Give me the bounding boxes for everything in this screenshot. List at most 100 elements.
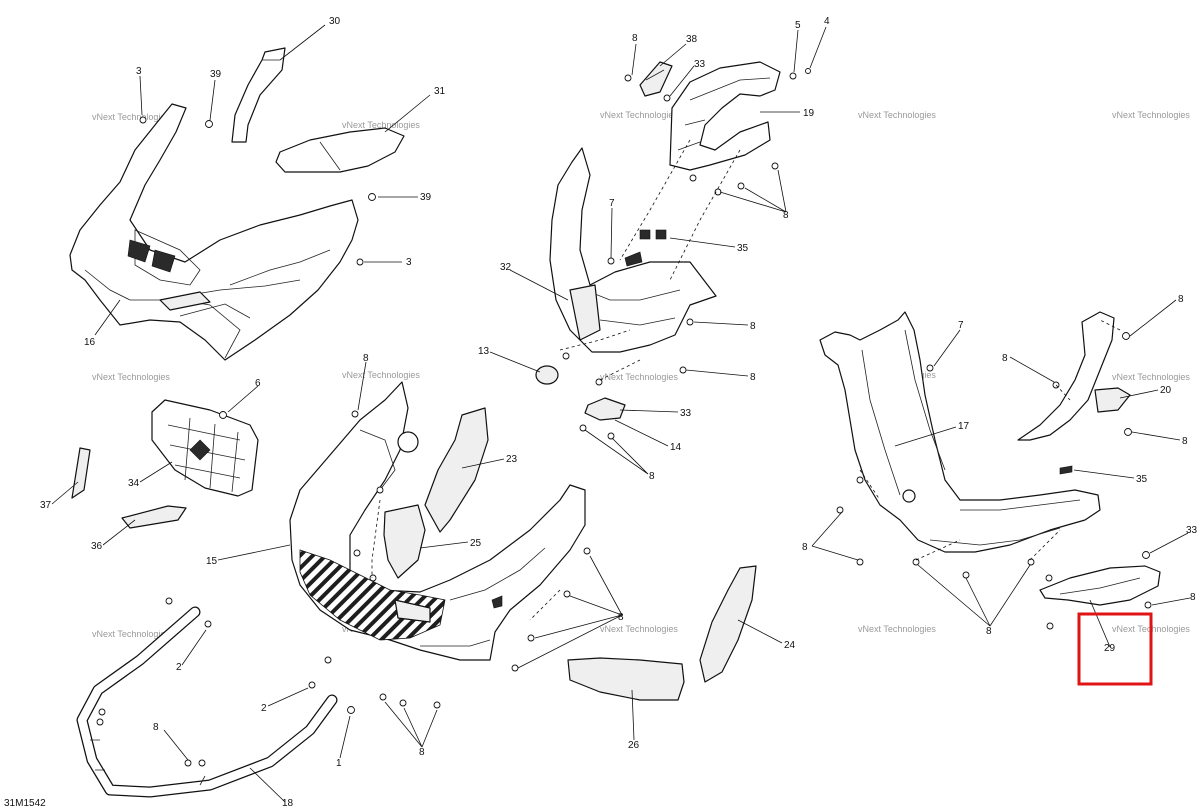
part-31-trim: [275, 127, 405, 173]
part-36-trim: [121, 505, 187, 529]
watermark: vNext Technologies: [600, 110, 678, 120]
fastener-icon: [369, 574, 377, 582]
leader-lines: [51, 24, 1191, 803]
callout-label: 5: [795, 20, 801, 31]
fastener-icon: [789, 72, 797, 80]
fastener-icon: [563, 590, 571, 598]
fastener-icon: [1045, 574, 1053, 582]
callout-label: 8: [1002, 353, 1008, 364]
fastener-icon: [1027, 558, 1035, 566]
callout-label: 8: [802, 542, 808, 553]
callout-label: 3: [406, 257, 412, 268]
callout-label: 24: [784, 640, 796, 651]
part-25-panel: [383, 504, 426, 579]
fastener-icon: [324, 656, 332, 664]
fastener-icon: [198, 759, 206, 767]
part-19-bracket: [669, 61, 781, 171]
fastener-icon: [737, 182, 745, 190]
fastener-icon: [962, 571, 970, 579]
part-30-trim: [231, 47, 286, 143]
callout-label: 6: [255, 378, 261, 389]
callout-label: 14: [670, 442, 682, 453]
fastener-icon: [204, 620, 212, 628]
fastener-icon: [184, 759, 192, 767]
fastener-icon: [1124, 428, 1132, 436]
watermark: vNext Technologies: [92, 372, 170, 382]
highlight-box: [1077, 612, 1153, 686]
callout-label: 2: [176, 662, 182, 673]
fastener-icon: [165, 597, 173, 605]
callout-label: 4: [824, 16, 830, 27]
watermark: vNext Technologies: [600, 372, 678, 382]
fastener-icon: [679, 366, 687, 374]
fastener-icon: [805, 68, 811, 74]
fastener-icon: [836, 506, 844, 514]
fastener-icon: [562, 352, 570, 360]
callout-label: 33: [680, 408, 692, 419]
fastener-icon: [689, 174, 697, 182]
fastener-icon: [1144, 601, 1152, 609]
callout-label: 17: [958, 421, 970, 432]
callout-label: 8: [986, 626, 992, 637]
watermark: vNext Technologies: [92, 629, 170, 639]
callout-label: 33: [1186, 525, 1198, 536]
fastener-icon: [926, 364, 934, 372]
callout-label: 20: [1160, 385, 1172, 396]
callout-label: 13: [478, 346, 490, 357]
part-38-clip: [639, 61, 673, 97]
fastener-icon: [347, 706, 355, 714]
fastener-icon: [368, 193, 376, 201]
fastener-icon: [856, 558, 864, 566]
callout-label: 15: [206, 556, 218, 567]
part-17-right-frame: [819, 311, 1101, 553]
fastener-icon: [205, 120, 213, 128]
callout-label: 7: [609, 198, 615, 209]
fastener-icon: [511, 664, 519, 672]
part-16-upper-fairing: [69, 103, 359, 361]
part-32-side-panel: [549, 147, 717, 353]
callout-label: 8: [750, 321, 756, 332]
callout-label: 8: [1182, 436, 1188, 447]
callout-label: 38: [686, 34, 698, 45]
callout-label: 1: [336, 758, 342, 769]
callout-label: 29: [1104, 643, 1116, 654]
callout-label: 16: [84, 337, 96, 348]
fastener-icon: [607, 257, 615, 265]
callout-label: 18: [282, 798, 294, 809]
fastener-icon: [663, 94, 671, 102]
watermark: vNext Technologies: [858, 110, 936, 120]
callout-label: 37: [40, 500, 52, 511]
watermark: vNext Technologies: [342, 120, 420, 130]
part-29-trim: [1039, 565, 1161, 606]
part-20-trim: [1017, 311, 1131, 441]
callout-label: 32: [500, 262, 512, 273]
fastener-icon: [96, 718, 104, 726]
fastener-icon: [771, 162, 779, 170]
part-15-front-nose: [289, 381, 586, 661]
fastener-icon: [686, 318, 694, 326]
callout-label: 8: [750, 372, 756, 383]
fastener-icon: [356, 258, 364, 266]
part-14-trim: [584, 397, 626, 421]
callout-label: 8: [419, 747, 425, 758]
callout-label: 8: [618, 612, 624, 623]
fastener-icon: [595, 378, 603, 386]
part-37-trim: [71, 447, 91, 499]
callout-label: 34: [128, 478, 140, 489]
fastener-icon: [624, 74, 632, 82]
callout-label: 8: [632, 33, 638, 44]
fastener-icon: [379, 693, 387, 701]
callout-label: 31: [434, 86, 446, 97]
fastener-icon: [583, 547, 591, 555]
callout-label: 33: [694, 59, 706, 70]
callouts: 30 3 39 31 39 3 16 8 38 33 5 4 19 8 7 35…: [40, 16, 1198, 809]
fastener-icon: [139, 116, 147, 124]
fastener-icon: [579, 424, 587, 432]
callout-label: 35: [1136, 474, 1148, 485]
callout-label: 7: [958, 320, 964, 331]
callout-label: 39: [210, 69, 222, 80]
fastener-icon: [1046, 622, 1054, 630]
callout-label: 3: [136, 66, 142, 77]
fastener-icon: [607, 432, 615, 440]
